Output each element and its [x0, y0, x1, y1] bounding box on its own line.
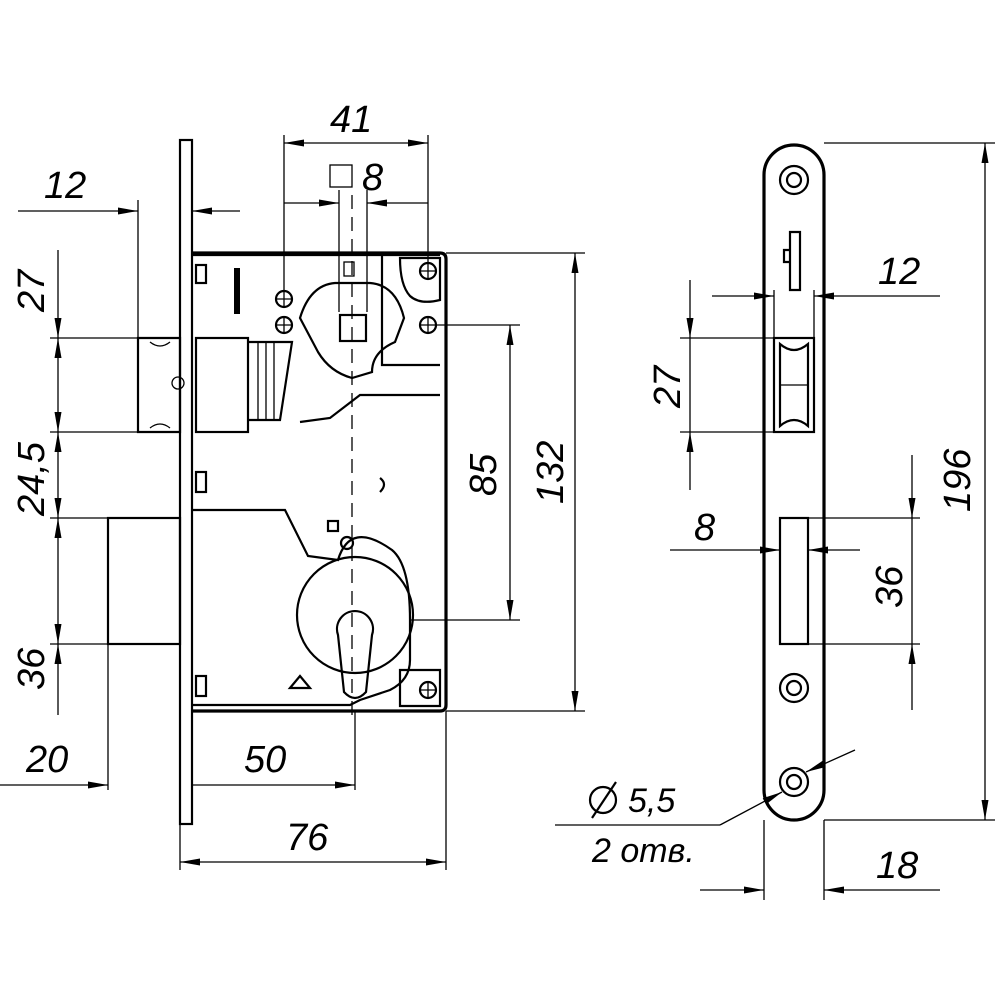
front-screw-holes: [778, 164, 810, 798]
latch-bolt: [136, 336, 294, 434]
front-dim-label-diameter: 5,5: [628, 782, 675, 820]
extension-lines: [50, 135, 585, 870]
dim-label-12: 12: [44, 165, 86, 207]
upper-inner-plate: [192, 253, 440, 424]
front-dim-label-36: 36: [869, 565, 911, 608]
dim-label-27: 27: [11, 268, 53, 313]
dim-label-24-5: 24,5: [11, 441, 53, 517]
dim-label-8-square: 8: [362, 157, 383, 199]
body-screw-holes: [274, 256, 442, 708]
dim-label-85: 85: [463, 453, 505, 496]
front-dim-label-18: 18: [876, 845, 918, 887]
lock-body: [192, 251, 448, 713]
dim-label-36: 36: [11, 647, 53, 690]
front-dim-label-8: 8: [694, 507, 715, 549]
faceplate: [178, 138, 194, 826]
spindle-follower: [298, 261, 406, 380]
front-dim-label-12: 12: [878, 251, 920, 293]
square-symbol: [329, 164, 353, 188]
dim-label-20: 20: [25, 739, 68, 781]
front-extension-lines: [680, 142, 995, 900]
front-dim-label-holes: 2 отв.: [591, 832, 695, 870]
front-dim-label-196: 196: [937, 448, 979, 512]
dim-label-41: 41: [330, 99, 372, 141]
cylinder-hole: [295, 555, 415, 700]
side-view: 41 8 12 27 24,5 36 20 50 76 85 132: [0, 99, 585, 870]
front-latch: [772, 336, 816, 434]
dim-label-50: 50: [244, 739, 286, 781]
front-faceplate: [762, 143, 826, 822]
dim-label-76: 76: [286, 817, 329, 859]
dead-bolt: [106, 516, 182, 646]
dim-label-132: 132: [530, 441, 572, 504]
front-key-slot: [782, 230, 802, 292]
diameter-symbol: [588, 781, 618, 819]
front-bolt: [778, 516, 810, 646]
body-slots: [194, 263, 386, 698]
dimension-lines: [0, 139, 579, 866]
front-dimension-lines: [555, 143, 989, 894]
front-view: 196 12 27 8 36 18 5,5 2 отв.: [555, 142, 995, 900]
front-dim-label-27: 27: [647, 364, 689, 409]
